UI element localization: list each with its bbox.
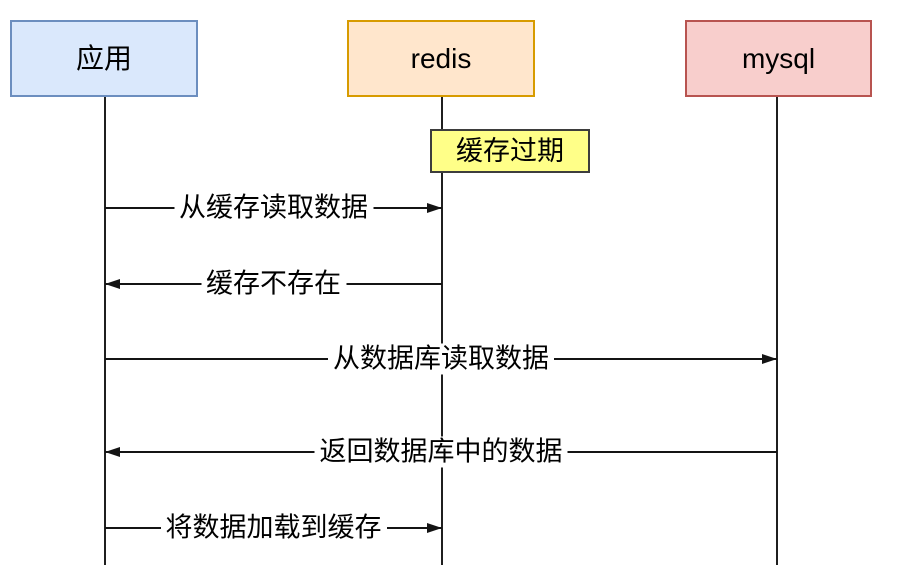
message-label: 缓存不存在 — [201, 268, 346, 300]
message-return-db-data: 返回数据库中的数据 — [105, 436, 777, 468]
arrowhead-left-icon — [105, 279, 120, 289]
message-cache-missing: 缓存不存在 — [105, 268, 442, 300]
participant-box-redis: redis — [347, 20, 535, 97]
message-label: 从数据库读取数据 — [328, 343, 554, 375]
participant-box-mysql: mysql — [685, 20, 872, 97]
message-load-into-cache: 将数据加载到缓存 — [105, 512, 442, 544]
message-label: 将数据加载到缓存 — [160, 512, 387, 544]
note-label: 缓存过期 — [456, 135, 564, 166]
message-read-from-cache: 从缓存读取数据 — [105, 192, 442, 224]
lifeline-app — [104, 97, 106, 565]
note-cache-expired: 缓存过期 — [430, 129, 590, 173]
participant-label-redis: redis — [410, 42, 472, 74]
participant-box-app: 应用 — [10, 20, 198, 97]
lifeline-mysql — [776, 97, 778, 565]
arrowhead-right-icon — [762, 354, 777, 364]
arrowhead-right-icon — [427, 203, 442, 213]
participant-label-mysql: mysql — [741, 42, 816, 74]
participant-label-app: 应用 — [75, 42, 132, 74]
arrowhead-left-icon — [105, 447, 120, 457]
message-read-from-db: 从数据库读取数据 — [105, 343, 777, 375]
message-label: 返回数据库中的数据 — [314, 436, 568, 468]
arrowhead-right-icon — [427, 523, 442, 533]
lifeline-redis — [441, 97, 443, 565]
message-label: 从缓存读取数据 — [174, 192, 373, 224]
